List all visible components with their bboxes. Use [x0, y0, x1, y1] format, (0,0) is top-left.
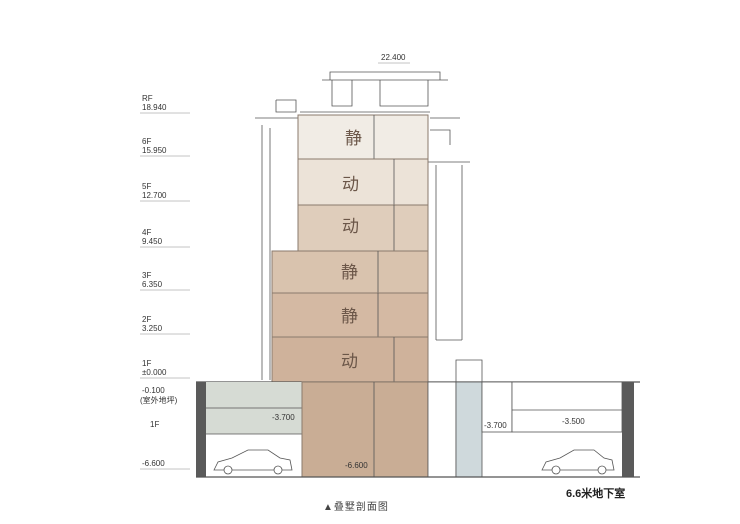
level-marker-5f: 5F 12.700: [140, 182, 190, 202]
level-code: 4F: [142, 228, 151, 237]
dim-far-right: -3.500: [562, 417, 585, 426]
basement-right: -3.500: [511, 381, 634, 477]
level-code: 2F: [142, 315, 151, 324]
car-left-icon: [213, 449, 293, 475]
level-elevation: 18.940: [142, 103, 167, 112]
room-label-2f: 静: [341, 307, 358, 327]
basement-caption: 6.6米地下室: [566, 486, 625, 500]
room-label-4f: 动: [342, 217, 359, 237]
floor-6f: 静: [297, 114, 429, 160]
level-code: 1F: [142, 359, 151, 368]
floor-1f: 动: [271, 336, 429, 383]
level-marker-1f: 1F ±0.000: [140, 359, 190, 379]
level-marker-basement: -6.600: [140, 459, 190, 470]
room-1f: [271, 336, 429, 383]
room-label-1f: 动: [341, 352, 358, 372]
top-elevation: 22.400: [381, 53, 406, 62]
dim-center-bottom: -6.600: [345, 461, 368, 470]
level-marker-4f: 4F 9.450: [140, 228, 190, 248]
basement-core: -6.600: [301, 381, 429, 478]
level-marker-rf: RF 18.940: [140, 94, 190, 114]
level-code: RF: [142, 94, 153, 103]
car-right-icon: [541, 449, 615, 475]
figure-caption: ▲叠墅剖面图: [323, 500, 389, 513]
room-6f: [297, 114, 429, 160]
roof-structure: [255, 71, 470, 380]
level-code: 5F: [142, 182, 151, 191]
level-code: 3F: [142, 271, 151, 280]
level-marker-outdoor: -0.100 (室外地坪): [140, 386, 178, 405]
outdoor-elevation: -0.100: [142, 386, 165, 395]
dim-left-mid: -3.700: [272, 413, 295, 422]
level-elevation: 12.700: [142, 191, 167, 200]
level-marker-6f: 6F 15.950: [140, 137, 190, 157]
room-4f: [297, 204, 429, 252]
floor-2f: 静: [271, 292, 429, 338]
floor-3f: 静: [271, 250, 429, 294]
basement-elevation: -6.600: [142, 459, 165, 468]
room-label-3f: 静: [341, 263, 358, 283]
outdoor-note: (室外地坪): [140, 395, 178, 405]
basement-left: -3.700: [196, 382, 302, 477]
room-3f: [271, 250, 429, 294]
level-elevation: 15.950: [142, 146, 167, 155]
level-elevation: 3.250: [142, 324, 163, 333]
level-marker-2f: 2F 3.250: [140, 315, 190, 335]
floor-4f: 动: [297, 204, 429, 252]
level-elevation: 9.450: [142, 237, 163, 246]
basement-floor-label: 1F: [150, 420, 159, 429]
room-5f: [297, 158, 429, 206]
level-elevation: ±0.000: [142, 368, 167, 377]
room-label-5f: 动: [342, 175, 359, 195]
room-label-6f: 静: [345, 129, 362, 149]
basement-lightwell: -3.700: [427, 359, 513, 478]
dim-right-mid: -3.700: [484, 421, 507, 430]
floor-5f: 动: [297, 158, 429, 206]
level-code: 6F: [142, 137, 151, 146]
level-elevation: 6.350: [142, 280, 163, 289]
level-marker-3f: 3F 6.350: [140, 271, 190, 291]
